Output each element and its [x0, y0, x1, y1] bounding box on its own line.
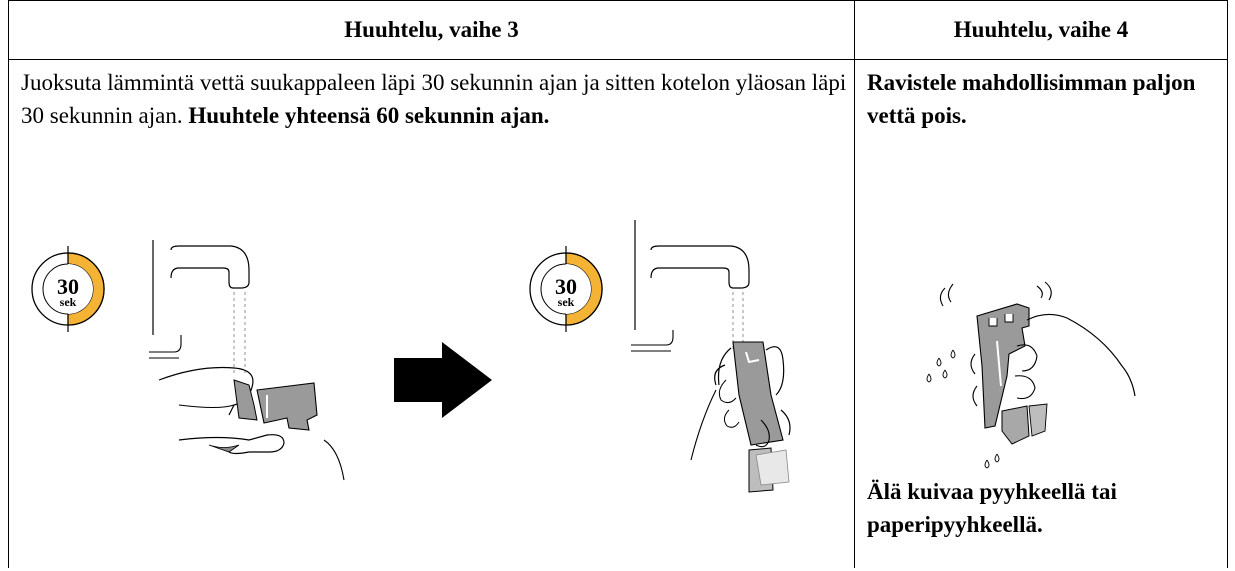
shaking-inhaler-icon — [926, 281, 1136, 469]
timer-number: 30 — [555, 274, 577, 299]
timer-unit: sek — [558, 295, 575, 309]
step4-header: Huuhtelu, vaihe 4 — [854, 0, 1228, 60]
timer-unit: sek — [60, 295, 77, 309]
arrow-right-icon — [394, 342, 492, 418]
step3-text-plain: Juoksuta lämmintä vettä suukappaleen läp… — [21, 70, 847, 128]
step4-cell: Ravistele mahdollisimman paljon vettä po… — [854, 59, 1228, 568]
timer-number: 30 — [57, 274, 79, 299]
step4-warning: Älä kuivaa pyyhkeellä tai paperipyyhkeel… — [867, 479, 1117, 537]
instruction-table: Huuhtelu, vaihe 3 Huuhtelu, vaihe 4 Juok… — [8, 0, 1228, 568]
step4-instruction: Ravistele mahdollisimman paljon vettä po… — [867, 70, 1196, 128]
step3-text-bold: Huuhtele yhteensä 60 sekunnin ajan. — [188, 103, 550, 128]
body-row: Juoksuta lämmintä vettä suukappaleen läp… — [8, 59, 1228, 568]
step3-cell: Juoksuta lämmintä vettä suukappaleen läp… — [8, 59, 855, 568]
timer-30-icon: 30 sek — [529, 246, 603, 332]
step3-header: Huuhtelu, vaihe 3 — [8, 0, 855, 60]
timer-30-icon: 30 sek — [31, 246, 105, 332]
header-row: Huuhtelu, vaihe 3 Huuhtelu, vaihe 4 — [8, 0, 1228, 60]
faucet-hand-canister-icon — [631, 220, 791, 493]
step3-instruction: Juoksuta lämmintä vettä suukappaleen läp… — [21, 66, 851, 132]
faucet-hand-mouthpiece-icon — [149, 240, 345, 481]
